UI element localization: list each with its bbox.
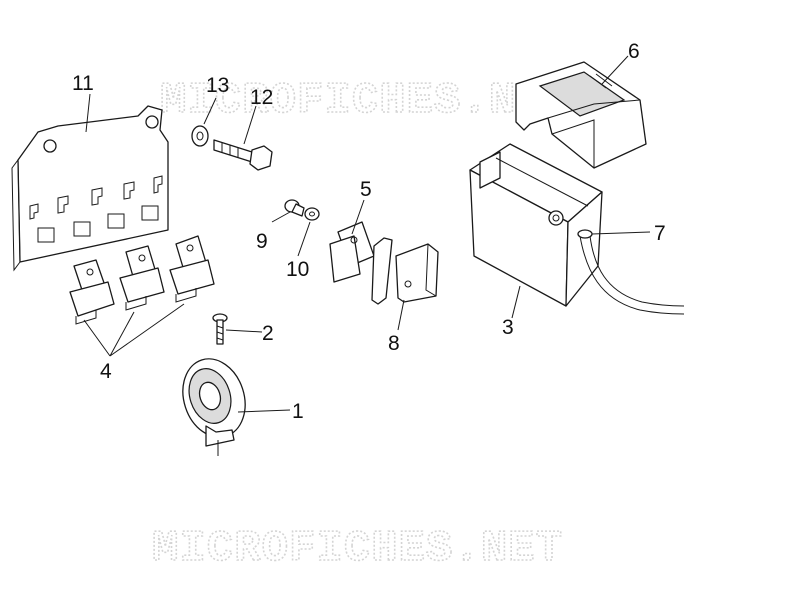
callout-10: 10: [286, 258, 309, 281]
relay-part-2: [119, 245, 165, 311]
battery-part: [469, 143, 603, 307]
relay-part-3: [169, 235, 215, 303]
breather-tube-part: [577, 229, 685, 315]
callout-4: 4: [100, 360, 112, 383]
callout-1: 1: [292, 400, 304, 423]
relay-part-5: [329, 221, 375, 283]
screw-part: [212, 313, 228, 345]
callout-2: 2: [262, 322, 274, 345]
callout-6: 6: [628, 40, 640, 63]
callout-3: 3: [502, 316, 514, 339]
callout-8: 8: [388, 332, 400, 355]
callout-5: 5: [360, 178, 372, 201]
callout-9: 9: [256, 230, 268, 253]
callout-13: 13: [206, 74, 229, 97]
relay-bracket-part-8: [371, 237, 439, 305]
horn-part: [182, 358, 246, 456]
callout-11: 11: [72, 72, 94, 95]
bolt-part: [213, 139, 273, 171]
washer-part: [191, 125, 209, 147]
leader-lines: [83, 55, 651, 413]
callout-12: 12: [250, 86, 273, 109]
relay-part-1: [69, 259, 115, 325]
small-screw-part: [284, 199, 305, 217]
watermark-top: MICROFICHES.NET: [160, 76, 571, 126]
battery-cover-part: [515, 61, 647, 169]
relay-bracket-part: [11, 105, 169, 272]
callout-7: 7: [654, 222, 666, 245]
watermark-bottom: MICROFICHES.NET: [152, 524, 563, 574]
small-washer-part: [304, 207, 320, 221]
